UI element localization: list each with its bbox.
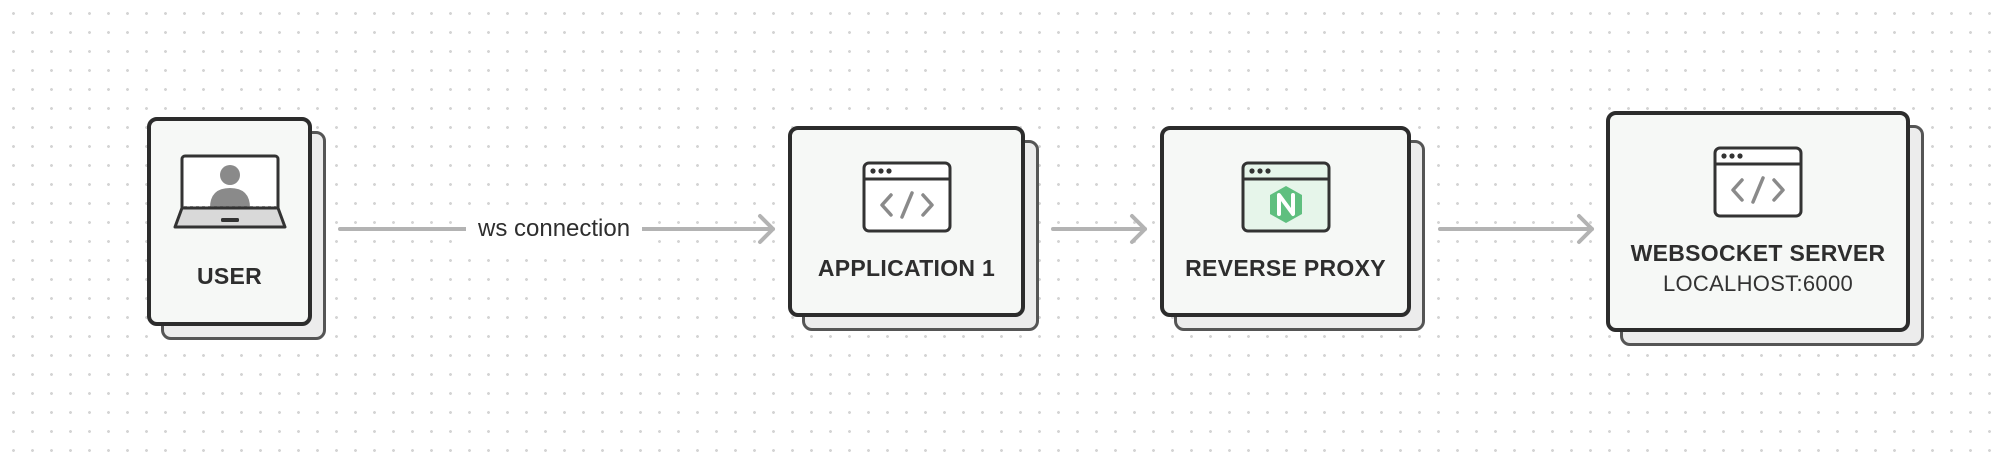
node-sublabel: LOCALHOST:6000 [1662,271,1854,296]
node-reverse-proxy[interactable]: REVERSE PROXY [1160,126,1425,331]
node-card: WEBSOCKET SERVER LOCALHOST:6000 [1606,111,1910,332]
code-window-icon [862,161,951,233]
node-card: USER [147,117,312,326]
arrow-proxy-to-server [1438,214,1594,244]
node-label: REVERSE PROXY [1185,255,1386,281]
node-user[interactable]: USER [147,117,326,340]
edge-label-ws-connection: ws connection [466,213,643,245]
nginx-window-icon [1241,161,1330,233]
node-websocket-server[interactable]: WEBSOCKET SERVER LOCALHOST:6000 [1606,111,1924,346]
node-label: APPLICATION 1 [817,255,996,281]
node-card: APPLICATION 1 [788,126,1025,317]
arrow-application-to-proxy [1051,214,1147,244]
node-application-1[interactable]: APPLICATION 1 [788,126,1039,331]
node-label: USER [196,263,263,289]
node-card: REVERSE PROXY [1160,126,1411,317]
user-laptop-icon [173,154,286,229]
code-window-icon [1713,146,1803,218]
node-label: WEBSOCKET SERVER [1630,240,1886,266]
